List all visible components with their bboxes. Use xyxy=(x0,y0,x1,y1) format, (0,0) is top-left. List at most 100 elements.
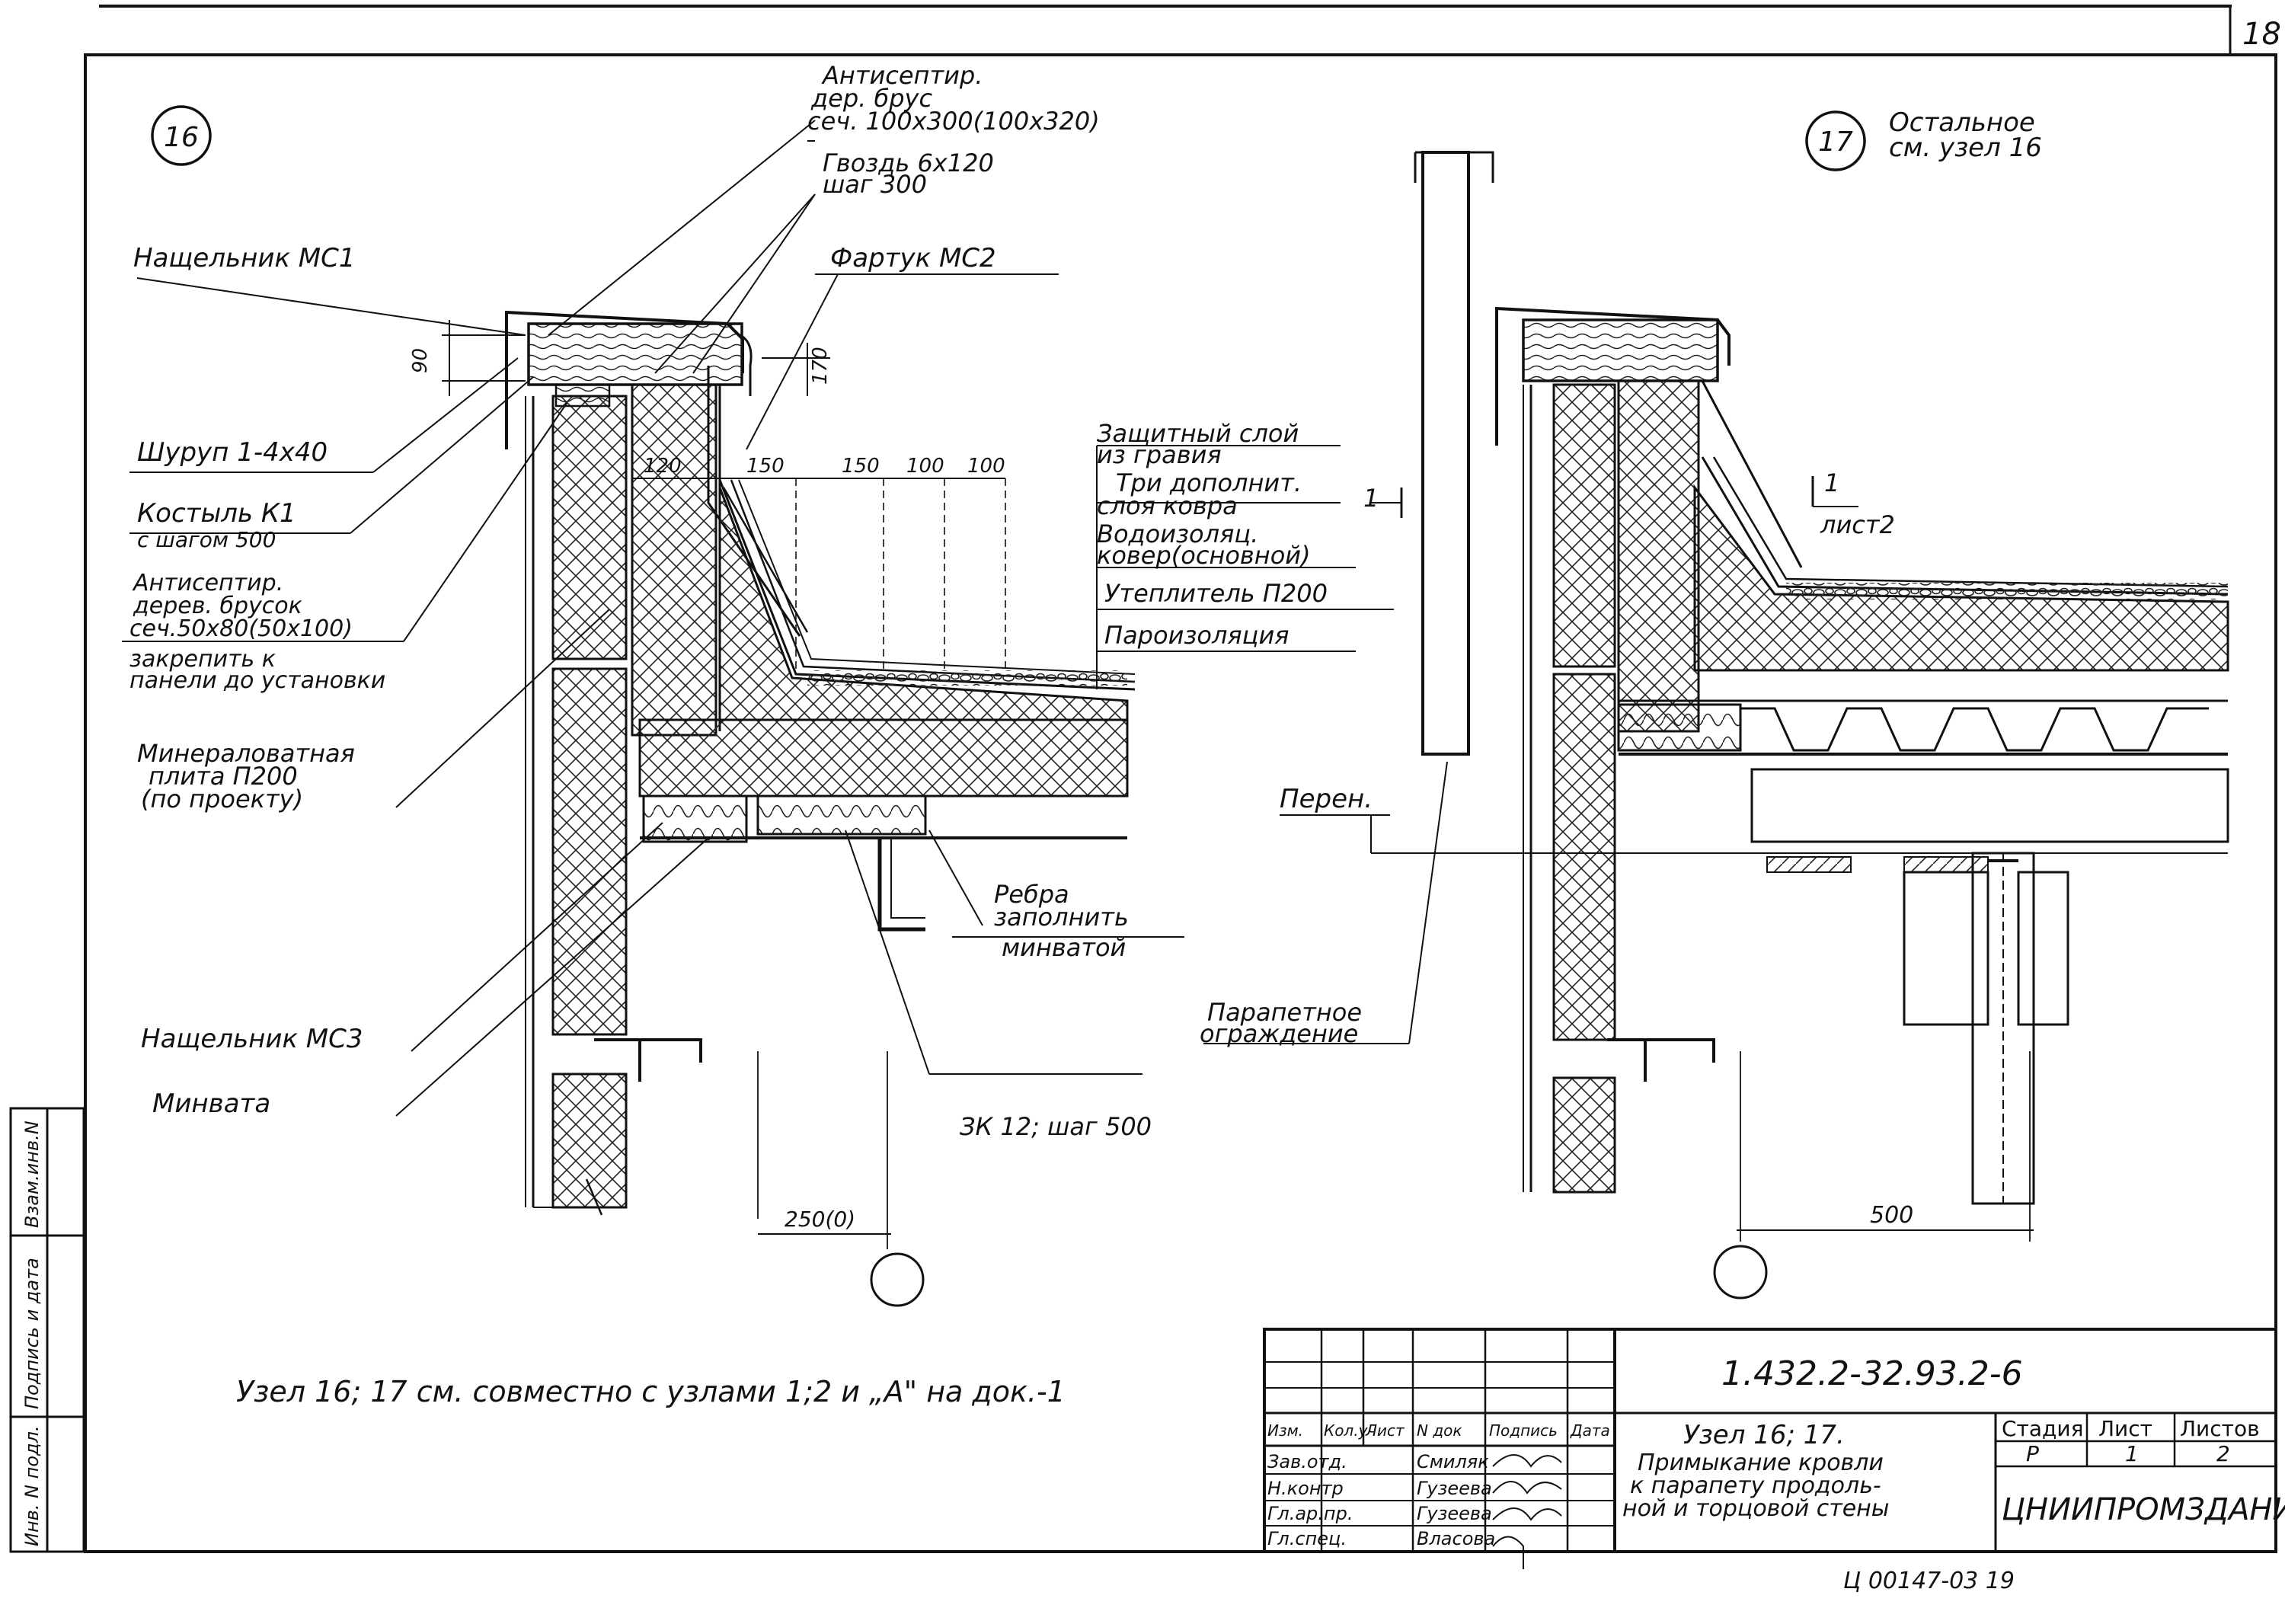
gravel-layer xyxy=(807,670,1127,686)
rib-wool-fill xyxy=(756,794,927,836)
role-chief-arch: Гл.ар.пр. xyxy=(1267,1503,1353,1524)
label-fix-panel-1: закрепить к xyxy=(129,646,276,673)
sheet-number: 18 xyxy=(2242,17,2281,52)
footnote: Узел 16; 17 см. совместно с узлами 1;2 и… xyxy=(236,1375,1066,1408)
name-chief-spec: Власова xyxy=(1417,1528,1495,1549)
doc-code: 1.432.2-32.93.2-6 xyxy=(1721,1354,2023,1393)
header-docnum: N док xyxy=(1417,1421,1462,1440)
label-screw: Шуруп 1-4х40 xyxy=(137,437,328,468)
label-antisept-bar-1: Антисептир. xyxy=(132,570,283,596)
section-mark-left: 1 xyxy=(1363,484,1379,513)
layer-insulation: Утеплитель П200 xyxy=(1104,579,1328,608)
axis-marker-left xyxy=(870,1252,925,1307)
layer-waterproof-2: ковер(основной) xyxy=(1097,541,1311,570)
label-nails-2: шаг 300 xyxy=(823,170,927,199)
parapet-post xyxy=(1421,151,1470,756)
label-antisept-beam-2: дер. брус xyxy=(810,84,932,113)
dim-120: 120 xyxy=(644,455,682,478)
parapet-insulation xyxy=(631,383,717,737)
mineral-wool-fill xyxy=(642,794,748,843)
slope-insulation xyxy=(718,487,1129,721)
dim-90: 90 xyxy=(409,348,432,373)
label-mineral-slab-1: Минераловатная xyxy=(137,739,355,768)
title-line-4: ной и торцовой стены xyxy=(1622,1495,1889,1522)
node-17-note-1: Остальное xyxy=(1889,107,2035,138)
role-chief-spec: Гл.спец. xyxy=(1267,1528,1347,1549)
layer-gravel-2: из гравия xyxy=(1097,440,1222,469)
bottom-code: Ц 00147-03 19 xyxy=(1843,1568,2015,1594)
label-antisept-bar-3: сеч.50х80(50х100) xyxy=(129,615,353,642)
label-ribs-1: Ребра xyxy=(994,880,1069,909)
wall-panel-middle xyxy=(551,667,628,1036)
wall-17-lower xyxy=(1552,673,1616,1041)
timber-beam-17 xyxy=(1522,318,1719,382)
organization: ЦНИИПРОМЗДАНИЙ xyxy=(2002,1491,2285,1527)
title-line-1: Узел 16; 17. xyxy=(1683,1420,1845,1450)
header-signature: Подпись xyxy=(1489,1421,1558,1440)
dim-150b: 150 xyxy=(842,455,880,478)
layer-extra-carpet-1: Три дополнит. xyxy=(1116,468,1302,497)
title-block: 1.432.2-32.93.2-6 Изм. Кол.уч Лист N док… xyxy=(1263,1328,2285,1569)
timber-beam xyxy=(527,322,743,386)
layer-gravel-1: Защитный слой xyxy=(1097,419,1299,448)
label-ribs-3: минватой xyxy=(1002,933,1126,962)
layer-waterproof-1: Водоизоляц. xyxy=(1097,519,1258,548)
label-parapet-2: ограждение xyxy=(1200,1019,1358,1048)
cover-17 xyxy=(1495,306,1731,446)
label-minvata: Минвата xyxy=(152,1089,270,1119)
stage-value: Р xyxy=(2026,1441,2039,1466)
stamp-replacement-number: Взам.инв.N xyxy=(21,1120,43,1228)
layer-extra-carpet-2: слоя ковра xyxy=(1097,491,1238,520)
sheets-value: 2 xyxy=(2216,1441,2230,1466)
label-nails-1: Гвоздь 6х120 xyxy=(823,149,994,177)
dim-100a: 100 xyxy=(906,455,944,478)
label-cover-mc3: Нащельник МС3 xyxy=(141,1024,363,1054)
name-norm: Гузеева xyxy=(1417,1478,1492,1499)
node-17-note-2: см. узел 16 xyxy=(1889,133,2042,163)
title-line-3: к парапету продоль- xyxy=(1630,1472,1881,1499)
wall-17-upper xyxy=(1552,383,1616,668)
dim-170: 170 xyxy=(809,347,832,385)
label-parapet-1: Парапетное xyxy=(1207,998,1362,1027)
header-change: Изм. xyxy=(1267,1421,1303,1440)
sheet-header: Лист xyxy=(2098,1416,2152,1441)
node-16: 16 xyxy=(122,61,1394,1307)
sheet-value: 1 xyxy=(2125,1441,2139,1466)
role-head: Зав.отд. xyxy=(1267,1451,1347,1472)
node-16-number: 16 xyxy=(164,122,199,153)
side-stamp: Инв. N подл. Подпись и дата Взам.инв.N xyxy=(9,1107,85,1553)
layer-vapor-barrier: Пароизоляция xyxy=(1104,621,1289,650)
label-apron-mc2: Фартук МС2 xyxy=(830,243,996,273)
sheets-header: Листов xyxy=(2180,1416,2260,1441)
signatures xyxy=(1492,1454,1562,1569)
label-antisept-bar-2: дерев. брусок xyxy=(133,593,302,619)
angle-zk12 xyxy=(877,838,925,932)
label-ribs-2: заполнить xyxy=(994,903,1129,932)
label-mineral-slab-2: плита П200 xyxy=(149,762,298,791)
wall-panel-upper xyxy=(551,395,628,660)
label-overpass: Перен. xyxy=(1280,784,1373,814)
cover-mc3 xyxy=(594,1038,702,1082)
node-17-marker xyxy=(1805,110,1866,171)
header-sheet: Лист xyxy=(1365,1421,1405,1440)
role-norm: Н.контр xyxy=(1267,1478,1344,1499)
label-antisept-beam-1: Антисептир. xyxy=(821,61,983,90)
label-crutch-2: с шагом 500 xyxy=(137,527,276,552)
node-17: 17 Остальное см. узел 16 xyxy=(1200,107,2229,1300)
sheet-frame: 18 xyxy=(84,5,2281,1553)
label-mineral-slab-3: (по проекту) xyxy=(141,785,303,814)
axis-marker-right xyxy=(1713,1245,1768,1300)
node-16-marker xyxy=(151,105,212,166)
dim-150a: 150 xyxy=(746,455,785,478)
timber-bar xyxy=(554,383,611,408)
label-cover-mc1: Нащельник МС1 xyxy=(133,243,356,273)
wall-17-bottom xyxy=(1552,1076,1616,1194)
name-head: Смиляк xyxy=(1417,1451,1489,1472)
section-mark-1: 1 xyxy=(1824,468,1839,497)
stamp-signature-date: Подпись и дата xyxy=(21,1258,43,1409)
name-chief-arch: Гузеева xyxy=(1417,1503,1492,1524)
label-fix-panel-2: панели до установки xyxy=(129,667,385,694)
node-17-number: 17 xyxy=(1818,126,1853,158)
dim-100b: 100 xyxy=(967,455,1005,478)
section-ref-sheet2: лист2 xyxy=(1820,510,1895,539)
